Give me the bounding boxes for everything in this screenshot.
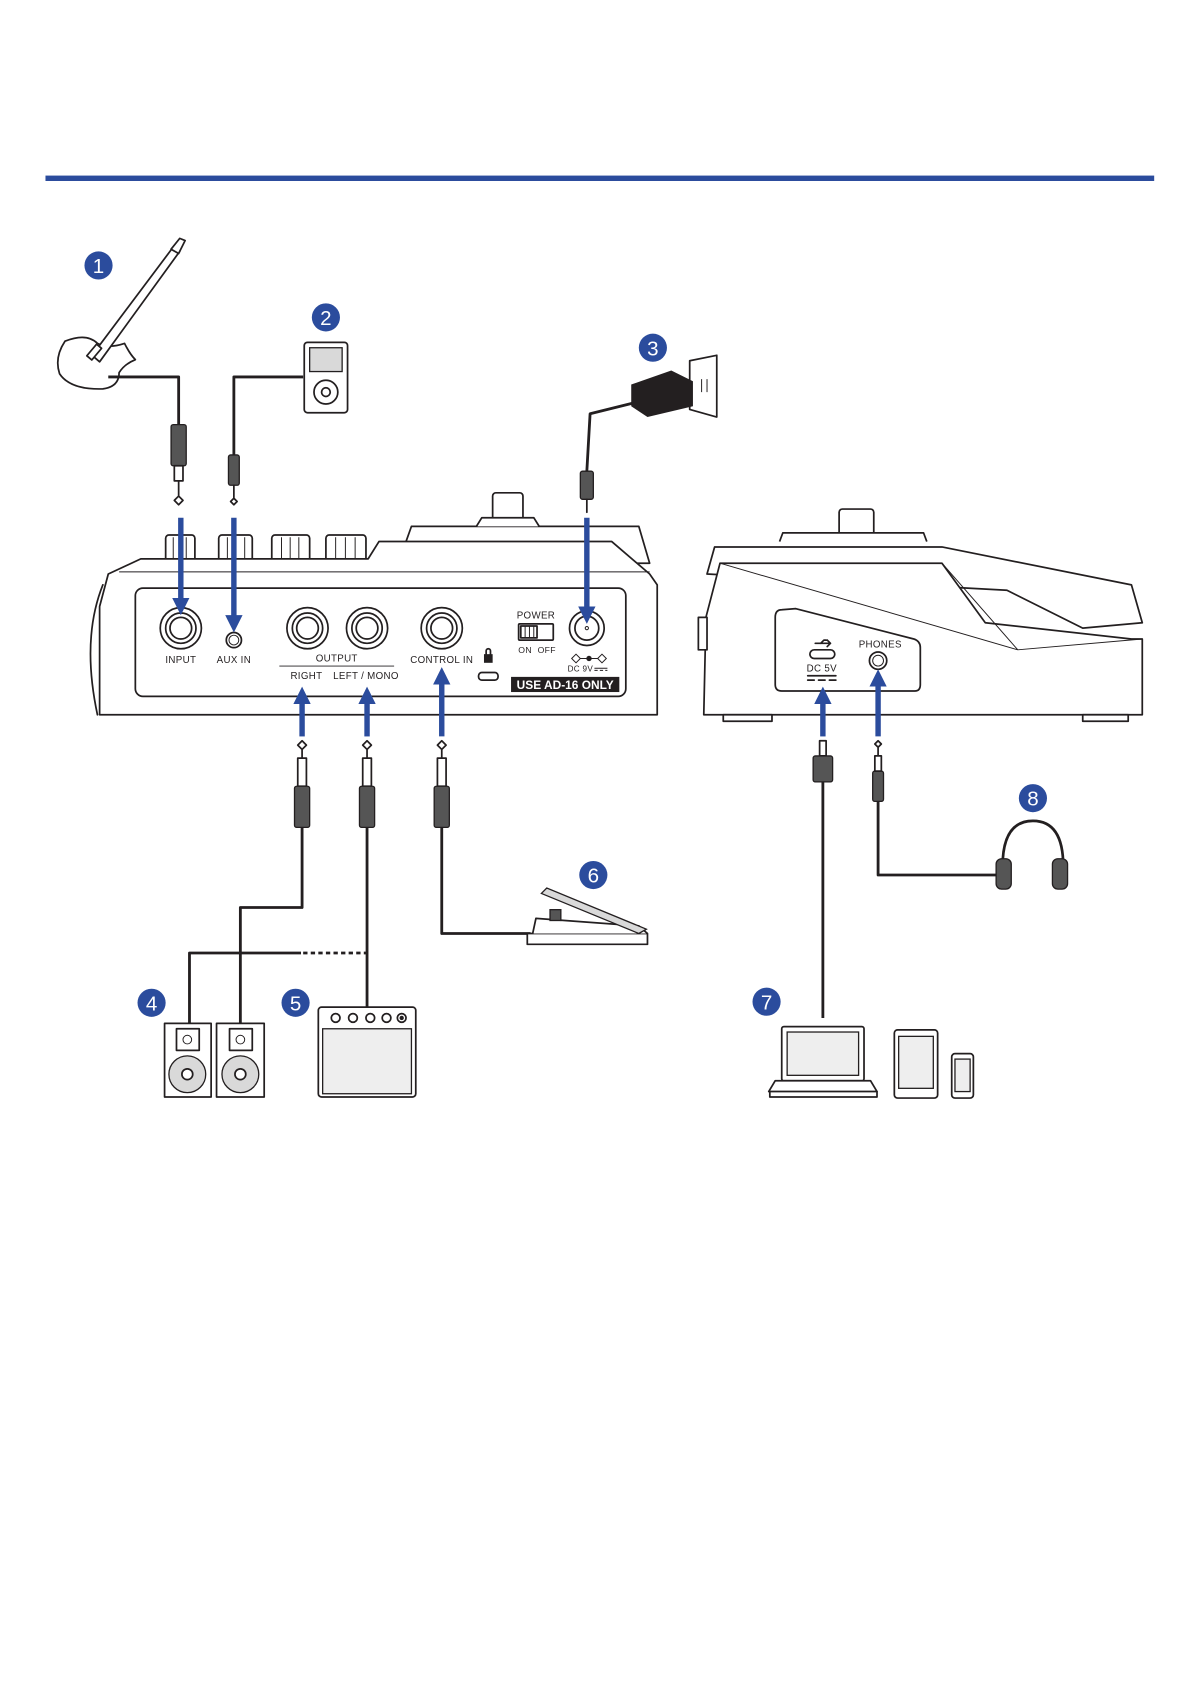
- control-in-label: CONTROL IN: [410, 655, 473, 666]
- svg-text:6: 6: [588, 865, 599, 888]
- right-label: RIGHT: [290, 671, 322, 682]
- dc-9v-label: DC 9V: [568, 664, 594, 673]
- security-slot: [477, 671, 499, 681]
- expression-pedal-icon: [526, 887, 649, 946]
- electric-guitar-icon: [56, 237, 187, 425]
- warning-label: USE AD-16 ONLY: [517, 678, 614, 692]
- badge-4: 4: [137, 988, 166, 1017]
- output-right-jack[interactable]: [286, 606, 329, 650]
- power-switch[interactable]: [517, 622, 555, 641]
- computer-devices-icon: [767, 1025, 975, 1099]
- badge-7: 7: [752, 987, 781, 1016]
- output-left-mono-jack[interactable]: [345, 606, 389, 650]
- badge-1: 1: [84, 251, 113, 280]
- input-label: INPUT: [165, 655, 196, 666]
- usb-c-port[interactable]: [809, 648, 836, 660]
- monitor-speakers-icon: [163, 1022, 266, 1098]
- badge-6: 6: [579, 860, 608, 890]
- off-label: OFF: [538, 645, 556, 655]
- badge-3: 3: [638, 333, 667, 362]
- headphones-icon: [995, 819, 1069, 890]
- svg-text:3: 3: [647, 337, 658, 360]
- badge-8: 8: [1018, 784, 1047, 813]
- phones-jack[interactable]: [868, 651, 888, 671]
- dc-5v-label: DC 5V: [807, 663, 837, 674]
- left-mono-label: LEFT / MONO: [333, 671, 399, 682]
- connection-arrows: [172, 517, 887, 737]
- guitar-amplifier-icon: [317, 1006, 417, 1098]
- side-unit: DC 5V PHONES: [697, 508, 1144, 723]
- output-plugs: [188, 739, 531, 1024]
- guitar-plug: [170, 423, 187, 506]
- dc-polarity-icon: [570, 653, 608, 664]
- usb-icon: [814, 639, 832, 648]
- kensington-lock-icon: [483, 647, 493, 663]
- phones-label: PHONES: [859, 640, 902, 651]
- power-label: POWER: [517, 610, 555, 621]
- warning-badge: [511, 676, 620, 693]
- side-plugs: [812, 739, 997, 1018]
- header-rule: [45, 175, 1155, 181]
- badge-2: 2: [311, 303, 340, 332]
- svg-text:7: 7: [761, 991, 772, 1014]
- aux-in-jack[interactable]: [225, 631, 243, 649]
- svg-text:1: 1: [93, 255, 104, 278]
- main-unit-rear: INPUT AUX IN OUTPUT RIGHT LEFT / MONO CO…: [89, 491, 659, 716]
- aux-in-label: AUX IN: [217, 655, 251, 666]
- svg-text:2: 2: [320, 307, 331, 330]
- output-label: OUTPUT: [316, 654, 358, 665]
- ac-adapter-icon: [579, 354, 718, 514]
- control-in-jack[interactable]: [420, 606, 464, 650]
- svg-text:4: 4: [146, 992, 157, 1015]
- portable-audio-player-icon: [232, 341, 349, 455]
- badge-5: 5: [281, 988, 310, 1017]
- aux-plug: [227, 454, 240, 506]
- on-label: ON: [518, 645, 532, 655]
- svg-text:8: 8: [1027, 788, 1038, 811]
- input-jack[interactable]: [159, 606, 203, 650]
- svg-text:5: 5: [290, 992, 301, 1015]
- dc-in-jack[interactable]: [568, 609, 606, 647]
